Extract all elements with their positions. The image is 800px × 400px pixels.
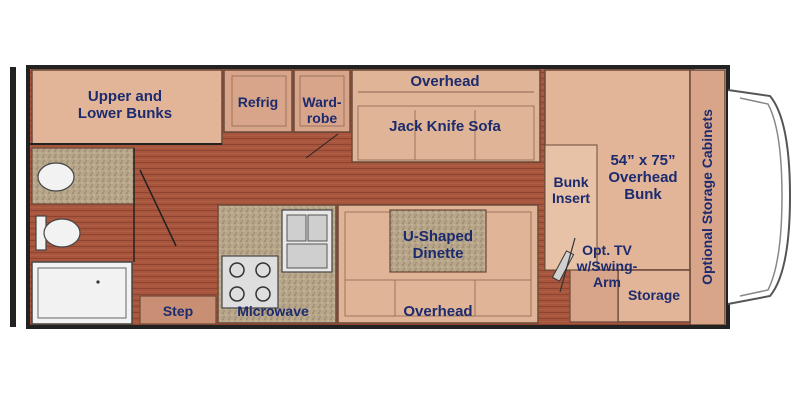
storage-cabinets-area	[689, 69, 726, 326]
step-area	[139, 295, 217, 325]
bathroom-door	[139, 169, 177, 247]
label-bunk-insert: Bunk Insert	[551, 174, 591, 206]
wardrobe-area	[293, 69, 351, 133]
sofa-area	[351, 69, 541, 163]
label-sofa: Jack Knife Sofa	[389, 118, 501, 135]
label-storage: Storage	[627, 287, 681, 303]
label-refrig: Refrig	[237, 94, 279, 110]
label-wardrobe: Ward- robe	[302, 94, 342, 126]
storage-area	[617, 269, 691, 323]
tv-swing-arm	[551, 237, 576, 293]
label-tv: Opt. TV w/Swing- Arm	[576, 242, 638, 290]
label-bunks: Upper and Lower Bunks	[77, 88, 173, 122]
label-overhead-bottom: Overhead	[403, 303, 473, 320]
shower	[31, 261, 133, 325]
bunks-area	[31, 69, 223, 145]
label-dinette: U-Shaped Dinette	[402, 228, 473, 262]
label-microwave: Microwave	[237, 303, 309, 319]
refrig-area	[223, 69, 293, 133]
label-overhead-top: Overhead	[410, 73, 480, 90]
cab-windshield	[727, 89, 792, 305]
stove	[221, 255, 279, 309]
dinette-table	[389, 209, 487, 273]
bathroom-sink	[37, 162, 75, 192]
label-step: Step	[162, 303, 194, 319]
label-storage-cabinets: Optional Storage Cabinets	[699, 109, 715, 285]
label-overhead-bunk: 54” x 75” Overhead Bunk	[608, 152, 678, 203]
toilet	[35, 215, 81, 251]
